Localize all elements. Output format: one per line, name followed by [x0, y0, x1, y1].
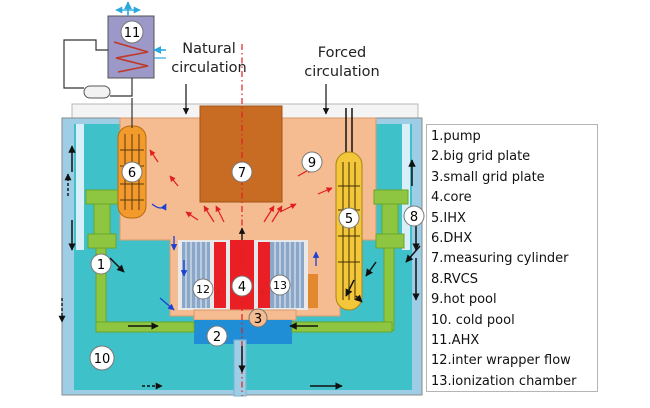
natural-caption-line1: Natural: [182, 41, 236, 57]
label-small-grid-plate: 3: [254, 312, 262, 327]
label-rvcs: 8: [410, 210, 418, 225]
component-legend: 1.pump 2.big grid plate 3.small grid pla…: [426, 124, 598, 392]
dashed-air-arrows: [58, 173, 163, 390]
label-dhx: 6: [128, 166, 136, 181]
natural-caption-line2: circulation: [171, 60, 247, 76]
label-cold-pool: 10: [94, 352, 111, 367]
label-hot-pool: 9: [308, 156, 316, 171]
label-big-grid-plate: 2: [213, 330, 221, 345]
right-inner-wall: [402, 124, 410, 250]
core-fuel-left: [214, 242, 226, 308]
discharge-pipe: [233, 339, 247, 397]
label-ihx: 5: [345, 212, 353, 227]
label-measuring-cylinder: 7: [238, 166, 246, 181]
label-pump: 1: [97, 258, 105, 273]
legend-item: 4.core: [431, 190, 472, 206]
forced-caption-line2: circulation: [304, 64, 380, 80]
coolant-arrows: [68, 145, 421, 390]
ionization-chamber-tube: [308, 274, 318, 308]
core-fuel-right: [258, 242, 270, 308]
legend-item: 12.inter wrapper flow: [431, 353, 571, 369]
label-ahx: 11: [124, 26, 141, 41]
legend-item: 9.hot pool: [431, 292, 497, 308]
ihx-tubes: [338, 162, 360, 300]
hot-flow-arrows: [149, 149, 333, 304]
forced-circulation-caption: Forced circulation: [294, 44, 390, 82]
legend-item: 1.pump: [431, 129, 481, 144]
legend-item: 8.RVCS: [431, 271, 478, 287]
legend-item: 3.small grid plate: [431, 169, 545, 185]
legend-item: 13.ionization chamber: [431, 373, 577, 389]
component-labels: 11 6 7 9 5 8 1 12 4 13 3 2 10: [89, 20, 425, 371]
measuring-cylinder: [199, 105, 283, 203]
legend-item: 2.big grid plate: [431, 149, 531, 165]
small-grid-plate: [193, 309, 297, 321]
legend-item: 5.IHX: [431, 210, 466, 226]
legend-item: 6.DHX: [431, 231, 473, 247]
label-core: 4: [238, 280, 246, 295]
air-damper: [83, 85, 111, 99]
legend-item: 10. cold pool: [431, 312, 515, 328]
pump-piping: [85, 189, 409, 333]
label-inter-wrapper-flow: 12: [196, 283, 210, 296]
forced-caption-line1: Forced: [317, 45, 367, 61]
legend-item: 7.measuring cylinder: [431, 251, 569, 267]
natural-circulation-caption: Natural circulation: [160, 40, 258, 78]
left-inner-wall: [76, 124, 84, 250]
legend-item: 11.AHX: [431, 333, 480, 349]
cold-flow-arrows: [151, 203, 320, 311]
label-ionization-chamber: 13: [273, 279, 287, 292]
